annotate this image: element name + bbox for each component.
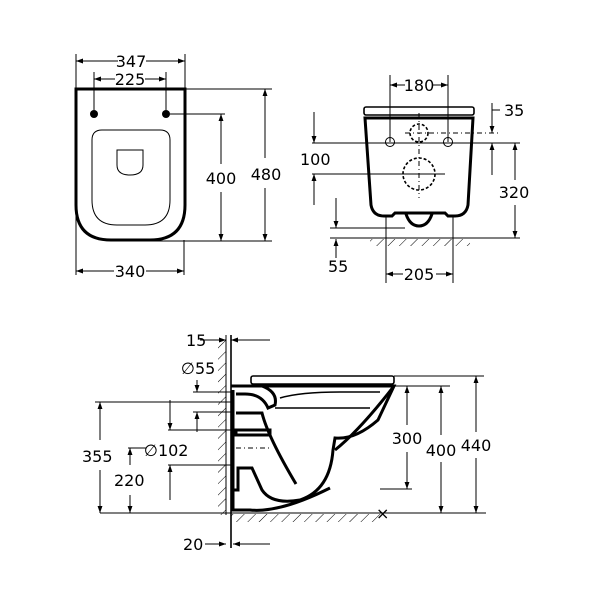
top-view-outline [74,87,187,242]
dim-diameter-102: ∅102 [144,441,188,460]
dim-347: 347 [116,52,147,71]
fixing-hole-right [162,110,170,118]
side-view: × 15 ∅55 ∅102 355 [82,331,491,554]
dim-300: 300 [392,429,423,448]
side-seat [250,375,395,385]
dim-320: 320 [499,183,530,202]
floor-end-mark: × [376,504,389,523]
dim-340: 340 [115,262,146,281]
dim-440: 440 [461,436,492,455]
fixing-hole-left [90,110,98,118]
dim-15: 15 [186,331,206,350]
bowl-opening [116,149,144,176]
dim-35: 35 [504,101,524,120]
dim-205: 205 [404,265,435,284]
front-view: 180 35 100 320 55 205 [300,75,529,284]
dim-100: 100 [300,150,331,169]
dim-480: 480 [251,165,282,184]
seat-ring [91,129,171,226]
dim-400-top: 400 [206,169,237,188]
dim-diameter-55: ∅55 [181,359,215,378]
dim-20: 20 [183,535,203,554]
front-body-outline [363,116,475,218]
top-view: 347 225 400 480 340 [74,52,282,281]
dim-355: 355 [82,447,113,466]
dim-220: 220 [114,471,145,490]
dim-55: 55 [328,257,348,276]
side-bowl-outline [231,384,397,503]
dim-180: 180 [404,76,435,95]
dim-225: 225 [115,70,146,89]
dim-400-side: 400 [426,441,457,460]
